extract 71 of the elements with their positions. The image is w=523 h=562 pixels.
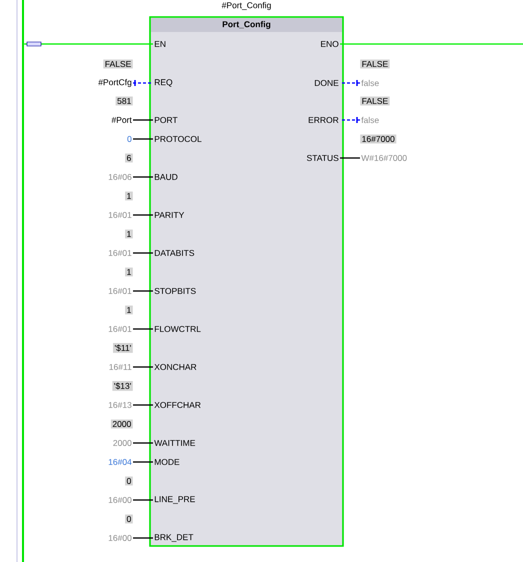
monitor-value: 16#7000 [360, 134, 396, 144]
pin-name: PROTOCOL [154, 136, 202, 142]
pin-name: BRK_DET [154, 534, 194, 542]
operand: 16#00 [108, 535, 132, 541]
wire [133, 404, 153, 406]
operand: 16#01 [108, 326, 132, 332]
wire [24, 43, 153, 45]
wire [133, 366, 153, 368]
pin-name: ENO [321, 41, 338, 47]
wire [133, 461, 153, 463]
pin-name: WAITTIME [154, 440, 196, 446]
operand: 16#01 [108, 212, 132, 218]
monitor-value: 1 [125, 192, 133, 200]
operand: #PortCfg [98, 79, 132, 87]
operand: 16#01 [108, 250, 132, 256]
wire [133, 442, 153, 444]
wire [340, 157, 360, 159]
monitor-value: FALSE [360, 96, 390, 106]
monitor-value: 1 [125, 306, 133, 314]
operand: 0 [127, 136, 132, 142]
wire [133, 214, 153, 216]
pin-name: XOFFCHAR [154, 402, 201, 408]
pin-name: ERROR [308, 117, 338, 123]
monitor-value: 1 [125, 268, 133, 276]
operand: 16#11 [109, 364, 132, 370]
monitor-value: 6 [125, 153, 133, 162]
operand: false [361, 116, 379, 124]
pin-name: LINE_PRE [154, 496, 195, 504]
monitor-value: '$11' [113, 343, 133, 353]
monitor-value: 581 [116, 96, 133, 106]
operand: W#16#7000 [361, 155, 407, 161]
pin-name: PORT [154, 117, 178, 123]
pin-name: REQ [154, 79, 172, 87]
operand: 16#00 [108, 497, 132, 503]
monitor-value: 2000 [110, 420, 133, 428]
wire [133, 138, 153, 140]
wire [340, 82, 360, 84]
operand: #Port [112, 117, 132, 123]
pin-name: DATABITS [154, 250, 194, 256]
wire [340, 119, 360, 121]
wire [133, 328, 153, 330]
wire [133, 537, 153, 539]
wire [133, 119, 153, 121]
instance-name: #Port_Config [222, 2, 271, 10]
wire [133, 290, 153, 292]
wire [133, 82, 153, 84]
monitor-value: FALSE [360, 59, 390, 68]
pin-name: STOPBITS [154, 288, 196, 294]
monitor-value: '$13' [112, 381, 133, 391]
monitor-value: 0 [125, 476, 133, 486]
pin-name: PARITY [154, 212, 184, 218]
pin-name: BAUD [154, 174, 178, 180]
operand: 16#04 [108, 459, 132, 465]
pin-name: STATUS [306, 155, 338, 161]
wire [133, 499, 153, 501]
operand: 16#06 [108, 174, 132, 180]
wire [133, 176, 153, 178]
pin-name: EN [154, 41, 166, 47]
operand: 2000 [113, 440, 132, 446]
pin-name: FLOWCTRL [154, 326, 201, 332]
monitor-value: 1 [125, 230, 133, 238]
operand: 16#01 [108, 288, 132, 294]
pin-name: DONE [314, 80, 338, 86]
monitor-value: FALSE [103, 59, 133, 68]
monitor-value: 0 [125, 514, 133, 524]
operand: false [361, 80, 379, 86]
wire [133, 252, 153, 254]
pin-name: MODE [154, 459, 180, 465]
pin-name: XONCHAR [154, 364, 196, 370]
wire [340, 43, 523, 45]
operand: 16#13 [108, 402, 132, 408]
